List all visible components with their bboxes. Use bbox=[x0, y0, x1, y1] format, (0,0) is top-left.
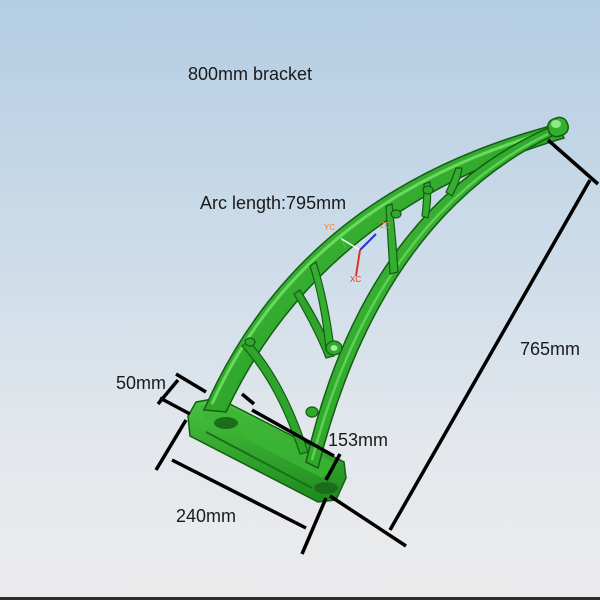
base-hole-left bbox=[214, 417, 238, 429]
inner-span-dimension-label: 153mm bbox=[328, 430, 389, 450]
joint-bosses bbox=[244, 185, 434, 418]
dim-153-ext-b bbox=[324, 453, 342, 481]
dim-240-line bbox=[171, 458, 307, 530]
dim-765-ext-bottom bbox=[329, 494, 407, 548]
dim-50-ext-a bbox=[175, 372, 207, 394]
dim-153-ext-a bbox=[240, 392, 256, 406]
dim-765-line bbox=[388, 179, 592, 531]
dim-153-line bbox=[251, 408, 335, 458]
base-plate bbox=[187, 397, 347, 503]
dim-240-ext-b bbox=[300, 497, 328, 555]
arc-length-label: Arc length:795mm bbox=[200, 193, 347, 213]
drawing-title: 800mm bracket bbox=[188, 64, 313, 84]
base-hole-right bbox=[314, 482, 338, 494]
dim-50-ext-b bbox=[159, 396, 191, 416]
base-length-dimension-label: 240mm bbox=[176, 506, 237, 526]
coordinate-triad: YC ZC XC bbox=[324, 221, 391, 284]
dim-765-ext-top bbox=[546, 138, 600, 186]
dim-240-ext-a bbox=[154, 419, 188, 471]
height-dimension-label: 765mm bbox=[520, 339, 581, 359]
dimension-lines bbox=[154, 138, 600, 555]
tip-pin bbox=[547, 116, 569, 138]
viewport-bottom-border bbox=[0, 597, 600, 600]
triad-y-label: YC bbox=[324, 223, 335, 232]
triad-x-label: XC bbox=[350, 275, 361, 284]
triad-z-label: ZC bbox=[380, 221, 391, 230]
base-width-dimension-label: 50mm bbox=[116, 373, 167, 393]
